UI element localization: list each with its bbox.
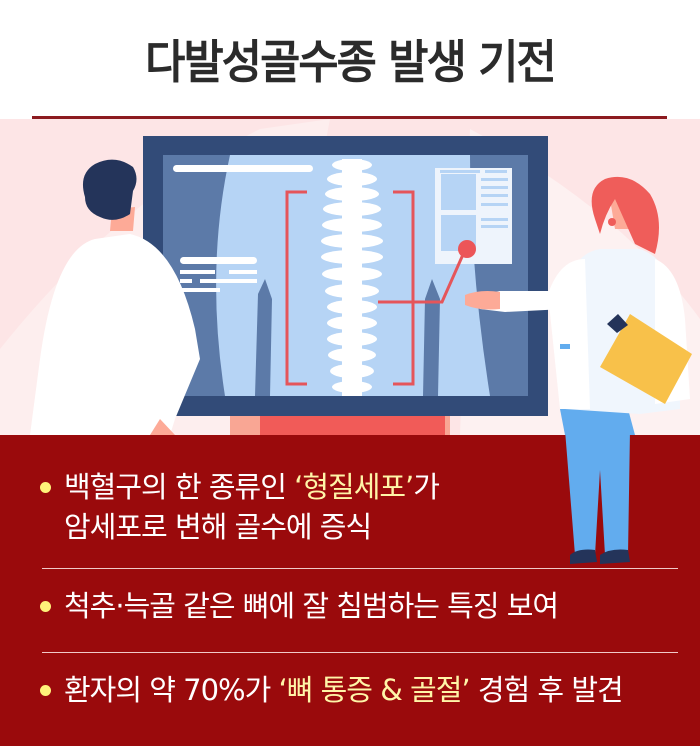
doctor-legs-icon bbox=[565, 430, 630, 564]
point-2: 척추·늑골 같은 뼈에 잘 침범하는 특징 보여 bbox=[40, 586, 559, 626]
point-3: 환자의 약 70%가 ‘뼈 통증 & 골절’ 경험 후 발견 bbox=[40, 670, 624, 710]
divider bbox=[42, 568, 678, 569]
title-divider bbox=[32, 116, 667, 119]
point-text: 가 bbox=[413, 470, 440, 504]
point-highlight: ‘뼈 통증 & 골절’ bbox=[278, 673, 471, 707]
point-1-line-2: 암세포로 변해 골수에 증식 bbox=[64, 510, 372, 544]
page-title: 다발성골수종 발생 기전 bbox=[145, 35, 557, 89]
point-text: 환자의 약 70%가 bbox=[64, 673, 279, 707]
clipboard-icon bbox=[600, 314, 692, 404]
doctor-female-presenting-icon bbox=[465, 176, 692, 435]
point-1: 백혈구의 한 종류인 ‘형질세포’가 암세포로 변해 골수에 증식 bbox=[40, 467, 440, 547]
illustration bbox=[0, 119, 700, 435]
bullet-icon bbox=[40, 601, 51, 612]
point-text: 경험 후 발견 bbox=[469, 673, 624, 707]
spine-icon bbox=[321, 159, 383, 396]
doctor-male-back-icon bbox=[30, 159, 200, 435]
xray-monitor-icon bbox=[143, 136, 548, 416]
point-2-line-1: 척추·늑골 같은 뼈에 잘 침범하는 특징 보여 bbox=[64, 589, 559, 623]
point-1-line-1: 백혈구의 한 종류인 ‘형질세포’가 bbox=[40, 467, 440, 507]
point-3-line-1: 환자의 약 70%가 ‘뼈 통증 & 골절’ 경험 후 발견 bbox=[40, 670, 624, 710]
point-text: 백혈구의 한 종류인 bbox=[64, 470, 295, 504]
key-points-panel: 백혈구의 한 종류인 ‘형질세포’가 암세포로 변해 골수에 증식 척추·늑골 … bbox=[0, 430, 700, 746]
header: 다발성골수종 발생 기전 bbox=[0, 0, 700, 120]
bullet-icon bbox=[40, 685, 51, 696]
point-highlight: ‘형질세포’ bbox=[294, 470, 414, 504]
divider bbox=[42, 652, 678, 653]
bullet-icon bbox=[40, 482, 51, 493]
